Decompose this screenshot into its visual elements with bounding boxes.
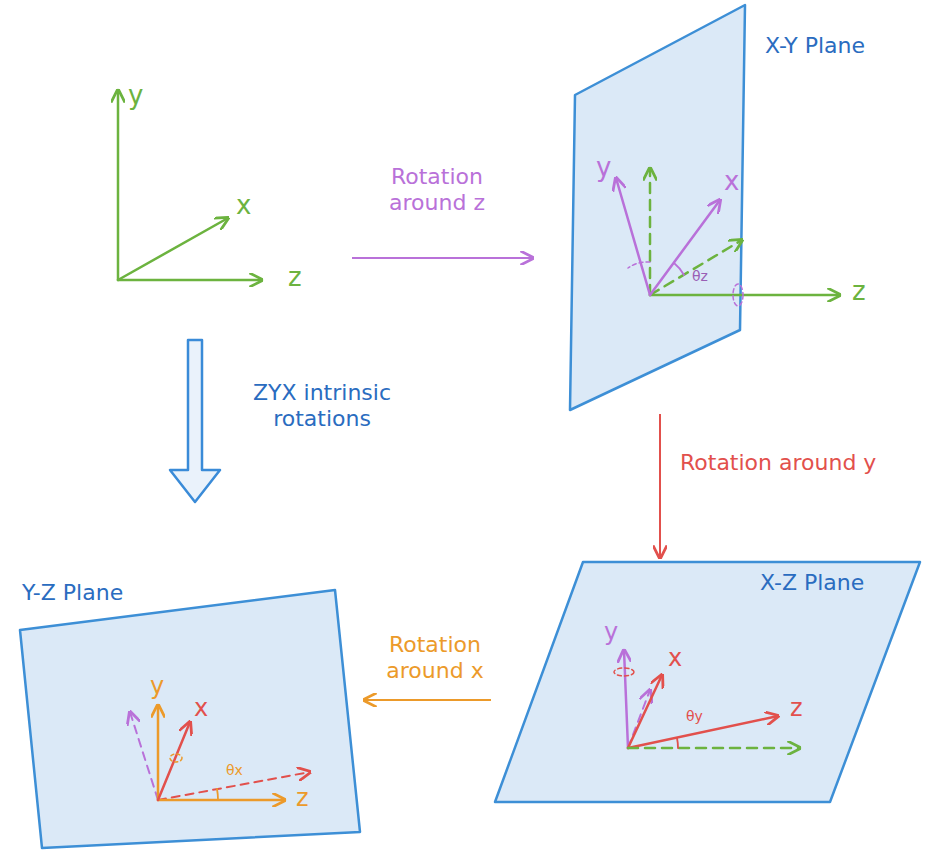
angle-label: θx xyxy=(226,762,243,779)
yz-frame xyxy=(130,705,310,800)
rotation-arrow xyxy=(352,257,533,259)
plane-shape xyxy=(570,5,745,410)
plane-panel: Y-Z Plane xyxy=(20,580,360,848)
angle-label: θy xyxy=(686,708,703,725)
xz-frame xyxy=(614,650,800,748)
rotation-arrow xyxy=(659,414,661,558)
plane-shape xyxy=(20,590,360,848)
axis-letter: x xyxy=(194,694,208,723)
axis-letter: z xyxy=(790,694,803,723)
plane-heading: X-Z Plane xyxy=(760,570,864,596)
axis-letter: z xyxy=(288,262,302,293)
hollow-arrow xyxy=(170,340,220,502)
plane-outline xyxy=(570,5,745,410)
plane-outline xyxy=(20,580,360,848)
axis-letter: y xyxy=(128,80,143,111)
plane-outline xyxy=(495,562,920,802)
rotation-arrow xyxy=(364,699,491,701)
angle-label: θz xyxy=(692,268,708,285)
plane-shape xyxy=(495,562,920,802)
axis-letter: x xyxy=(668,644,682,673)
axis-letter: z xyxy=(296,784,309,813)
axis-letter: y xyxy=(604,618,618,647)
axis-letter: x xyxy=(236,190,251,221)
axis-letter: y xyxy=(596,152,611,183)
plane-panel: X-Y Plane xyxy=(570,5,745,410)
plane-heading: Y-Z Plane xyxy=(22,580,123,606)
original-frame xyxy=(118,90,262,280)
axis-letter: z xyxy=(852,276,866,307)
axis-letter: x xyxy=(724,166,739,197)
rotation-caption: Rotation around x xyxy=(370,632,500,685)
plane-panel: X-Z Plane xyxy=(495,562,920,802)
rotation-caption: Rotation around y xyxy=(680,450,876,476)
axis-letter: y xyxy=(150,672,164,701)
plane-heading: X-Y Plane xyxy=(765,33,865,59)
rotation-caption: Rotation around z xyxy=(372,164,502,217)
rotation-caption: ZYX intrinsic rotations xyxy=(232,380,412,433)
